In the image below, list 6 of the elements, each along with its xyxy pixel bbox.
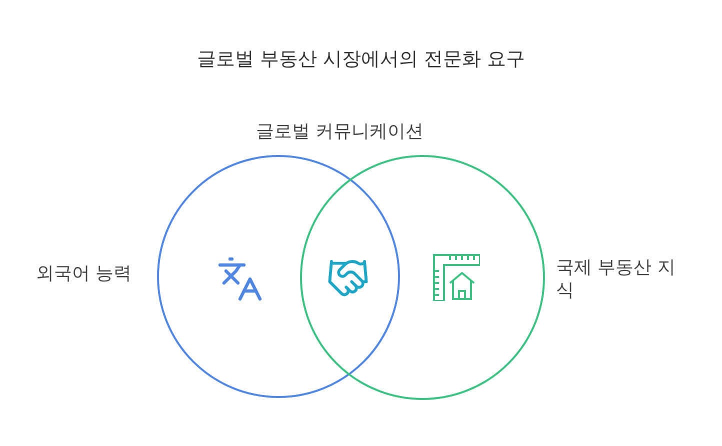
venn-circle <box>157 155 400 398</box>
venn-circle <box>300 155 545 400</box>
set-label: 국제 부동산 지식 <box>556 256 676 303</box>
set-label: 외국어 능력 <box>36 262 133 286</box>
diagram-title: 글로벌 부동산 시장에서의 전문화 요구 <box>196 47 526 72</box>
intersection-label: 글로벌 커뮤니케이션 <box>256 120 424 143</box>
